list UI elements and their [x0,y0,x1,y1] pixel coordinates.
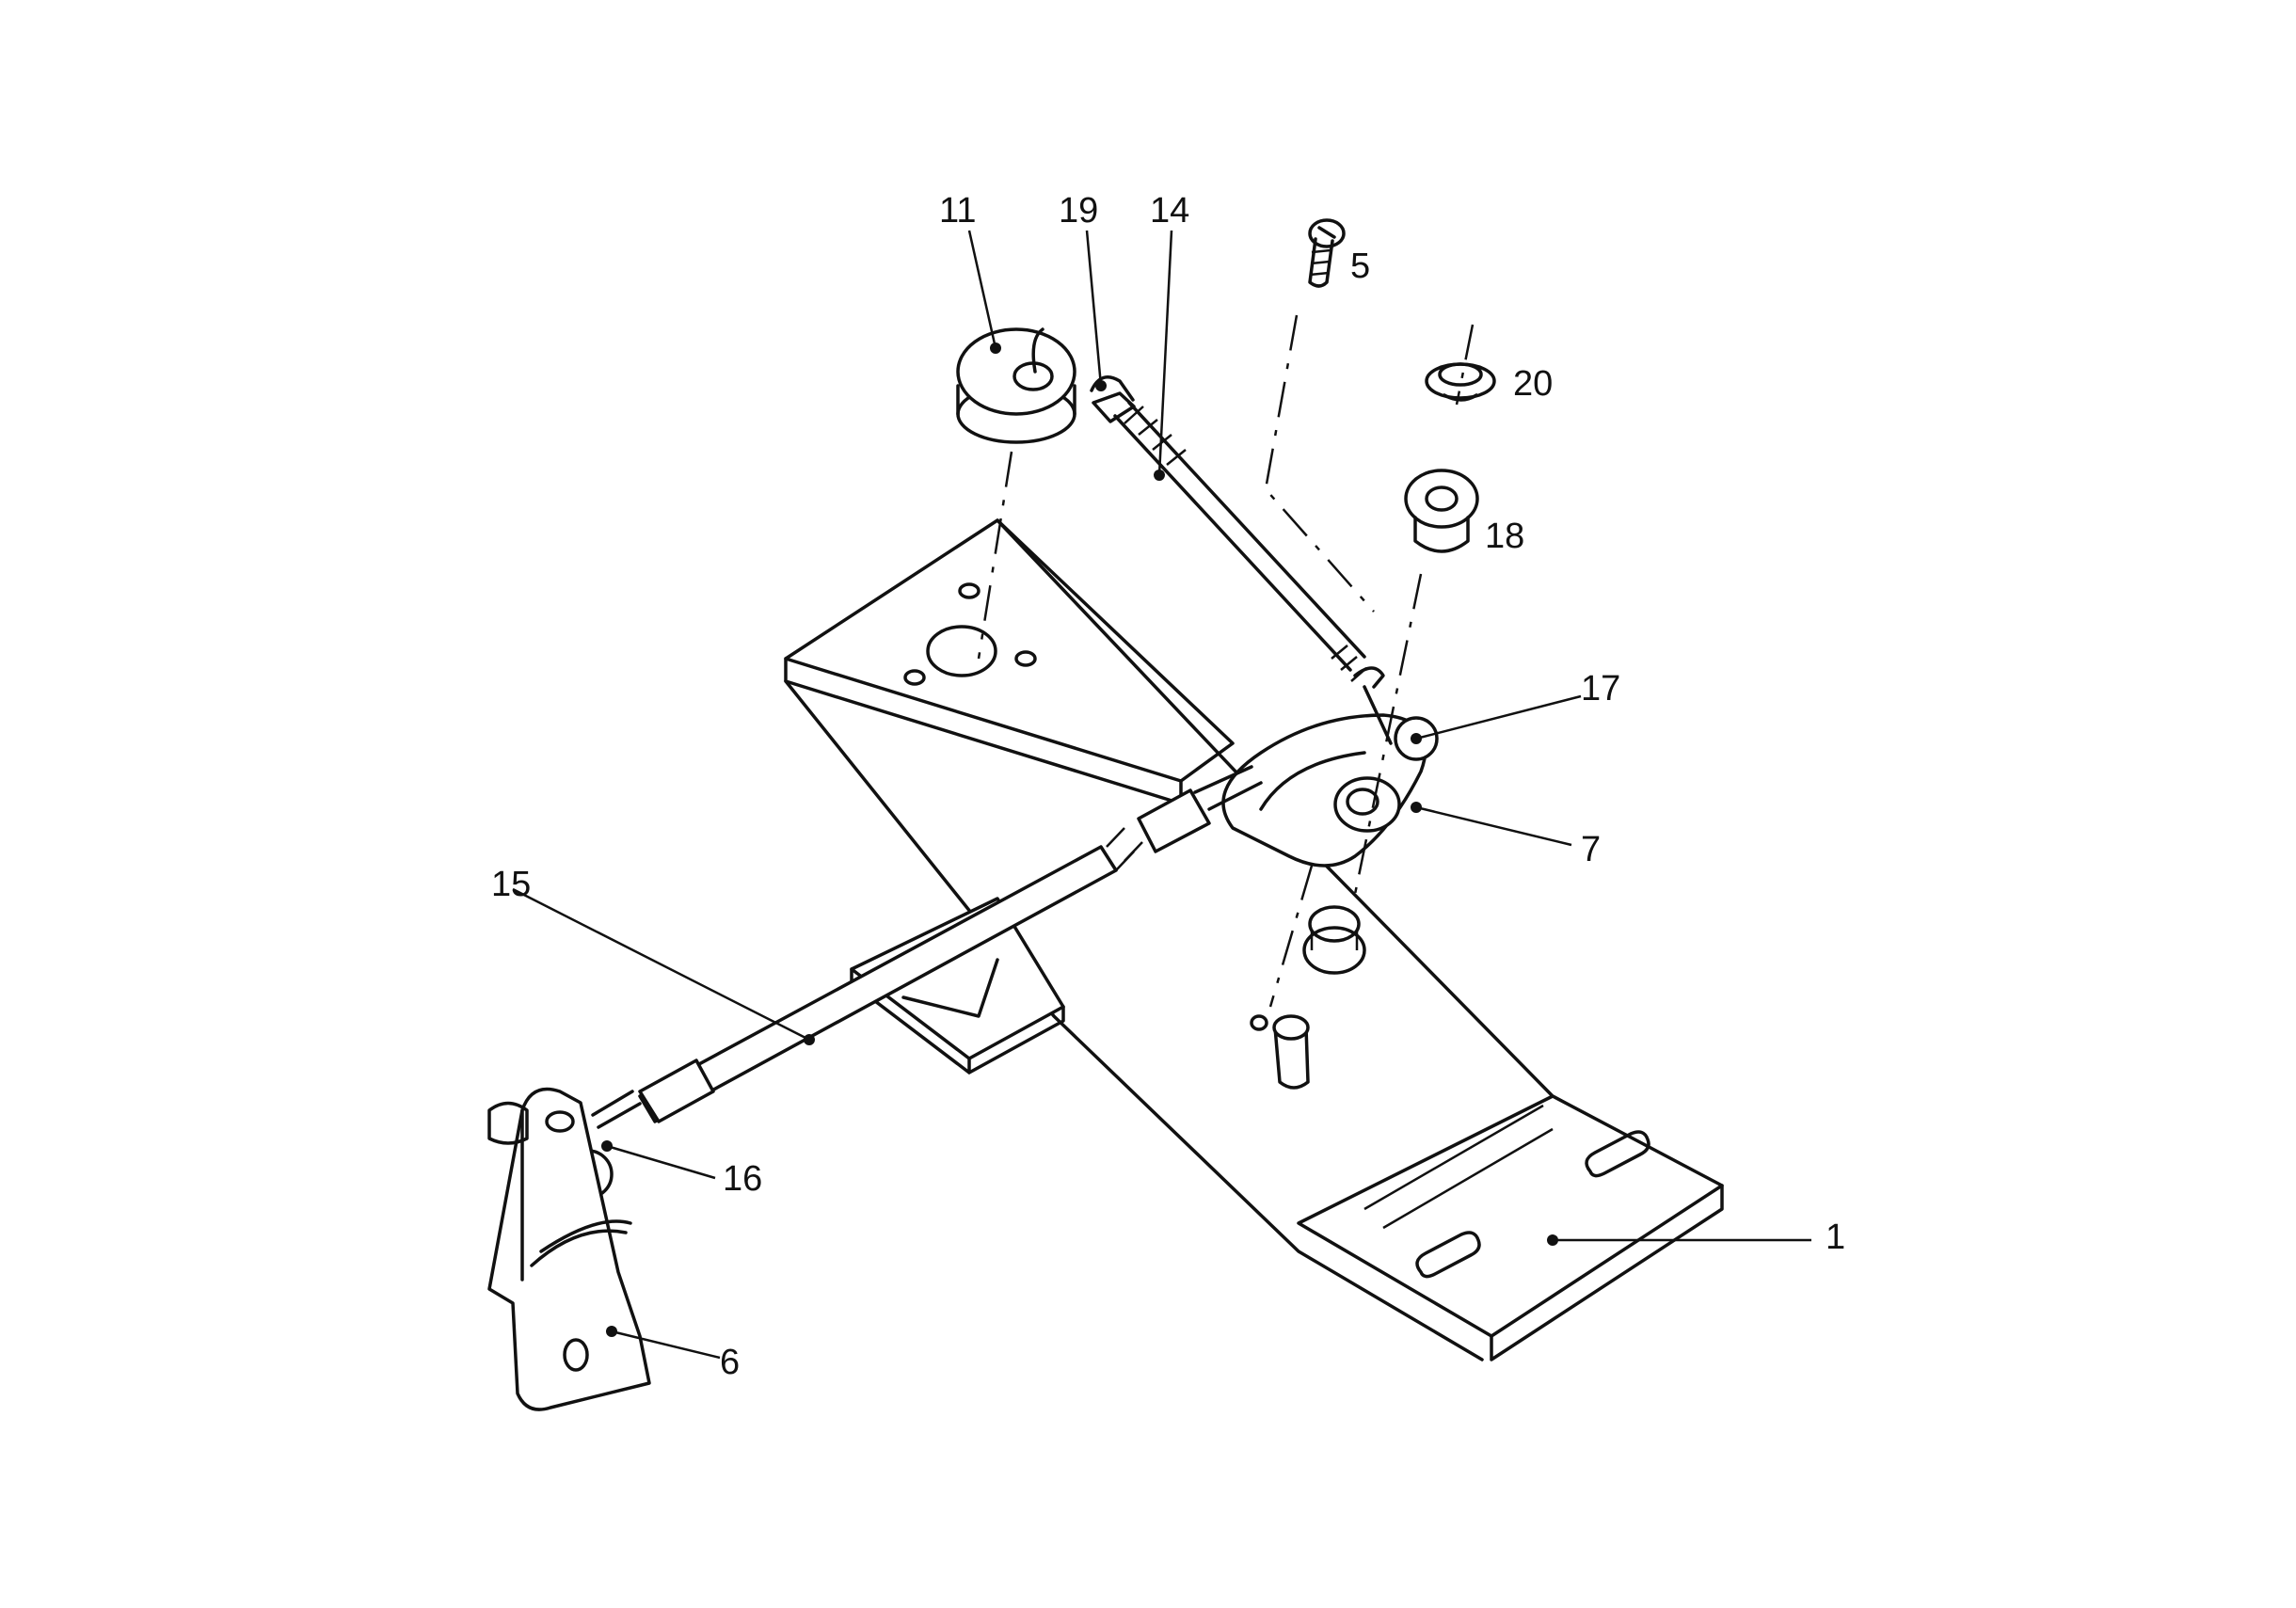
upper-threaded-rod-part [1090,375,1385,689]
label-15: 15 [491,865,531,904]
leader-lines [512,230,1811,1360]
label-20: 20 [1513,364,1553,404]
label-1: 1 [1826,1218,1845,1257]
connecting-rod-part [591,765,1263,1129]
grommet-part [1302,905,1366,975]
label-16: 16 [723,1159,762,1199]
cup-washer-part [956,327,1076,444]
control-plate-part [487,1087,651,1411]
retaining-clip-part [1425,362,1496,402]
part-labels: 11 19 14 5 20 18 17 7 15 16 1 6 [491,191,1845,1382]
label-7: 7 [1581,830,1601,869]
assembly-axis-lines [977,314,1475,1008]
label-18: 18 [1485,517,1524,556]
lever-arm-part [1221,685,1439,868]
label-6: 6 [720,1343,740,1382]
label-17: 17 [1581,669,1620,708]
label-5: 5 [1350,247,1370,286]
screw-part [1308,218,1346,288]
pin-part [1250,1014,1310,1090]
label-19: 19 [1059,191,1098,231]
label-14: 14 [1150,191,1189,231]
label-11: 11 [939,191,976,231]
base-bracket-part [784,518,1724,1361]
bushing-part [1404,469,1479,553]
